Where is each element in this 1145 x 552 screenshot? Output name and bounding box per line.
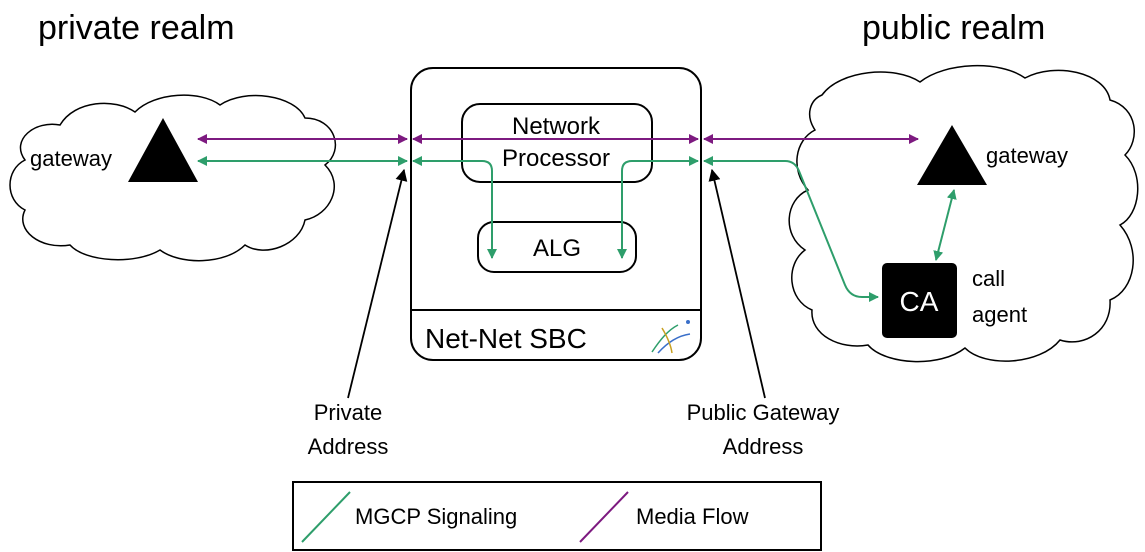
- call-agent-label-line1: call: [972, 266, 1005, 291]
- legend-signaling-label: MGCP Signaling: [355, 504, 517, 529]
- legend-media-swatch: [579, 491, 629, 543]
- private-address-pointer: [347, 168, 408, 399]
- network-processor-label-line2: Processor: [502, 145, 610, 172]
- legend-box: [292, 481, 822, 551]
- public-address-label-line1: Public Gateway: [687, 400, 840, 425]
- private-realm-title: private realm: [38, 9, 235, 47]
- right-gateway-triangle-icon: [917, 125, 987, 185]
- legend-signaling-swatch: [301, 491, 351, 543]
- alg-label: ALG: [533, 235, 581, 262]
- public-cloud: [788, 64, 1139, 363]
- public-address-label-line2: Address: [723, 434, 804, 459]
- call-agent-abbr: CA: [900, 286, 939, 317]
- vendor-logo-icon: [651, 320, 691, 354]
- private-address-label-line2: Address: [308, 434, 389, 459]
- left-gateway-triangle-icon: [128, 118, 198, 182]
- right-gateway-label: gateway: [986, 143, 1068, 168]
- call-agent-box: [882, 263, 957, 338]
- mgcp-signaling-path: [197, 156, 957, 302]
- network-processor-label-line1: Network: [512, 113, 601, 140]
- public-realm-title: public realm: [862, 9, 1045, 47]
- legend-media-label: Media Flow: [636, 504, 749, 529]
- sbc-label: Net-Net SBC: [425, 323, 587, 354]
- private-address-label-line1: Private: [314, 400, 382, 425]
- public-address-pointer: [708, 168, 766, 399]
- left-gateway-label: gateway: [30, 146, 112, 171]
- legend: MGCP Signaling Media Flow: [292, 481, 822, 551]
- call-agent-label-line2: agent: [972, 302, 1027, 327]
